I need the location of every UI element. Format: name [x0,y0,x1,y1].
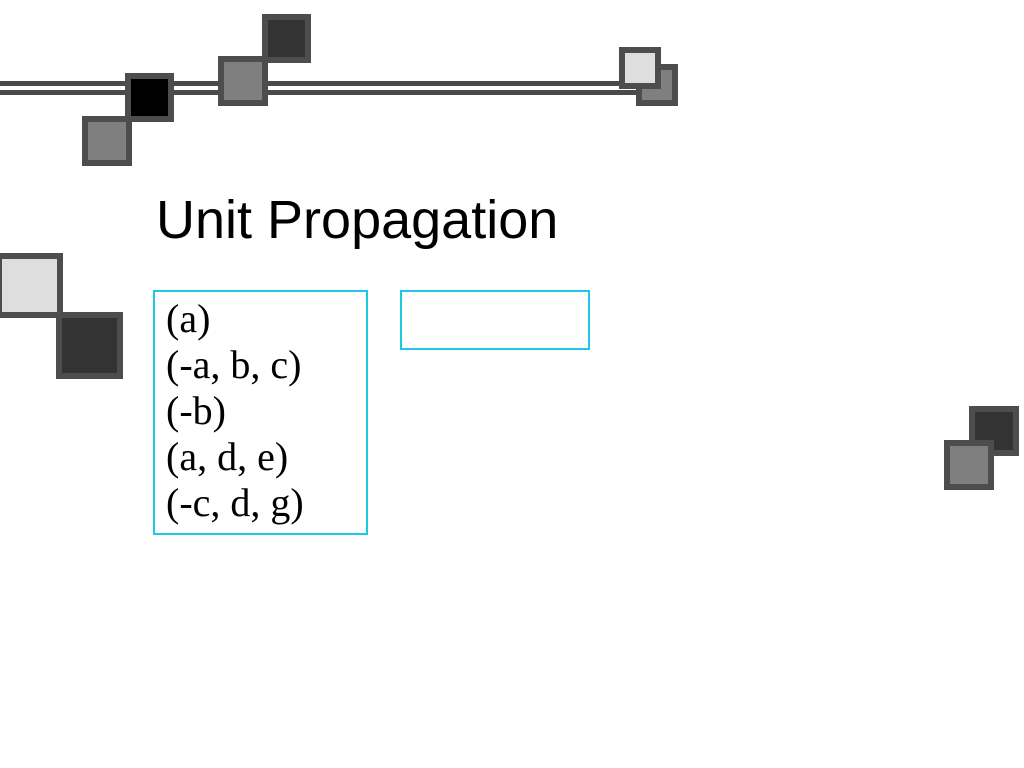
decorative-square [125,73,174,122]
decorative-line-top [0,81,660,86]
clause-item: (a, d, e) [166,434,289,479]
decorative-line-bottom [0,90,660,95]
clause-list-box: (a) (-a, b, c) (-b) (a, d, e) (-c, d, g) [153,290,368,535]
result-box [400,290,590,350]
decorative-square [82,116,132,166]
clause-item: (a) [166,296,211,341]
clause-item: (-a, b, c) [166,342,302,387]
decorative-square [0,253,63,318]
decorative-square [619,47,661,89]
clause-item: (-b) [166,388,226,433]
decorative-square [56,312,123,379]
decorative-square [262,14,311,63]
clause-item: (-c, d, g) [166,480,304,525]
decorative-square [944,440,994,490]
decorative-square [218,56,268,106]
slide-title: Unit Propagation [156,190,559,250]
